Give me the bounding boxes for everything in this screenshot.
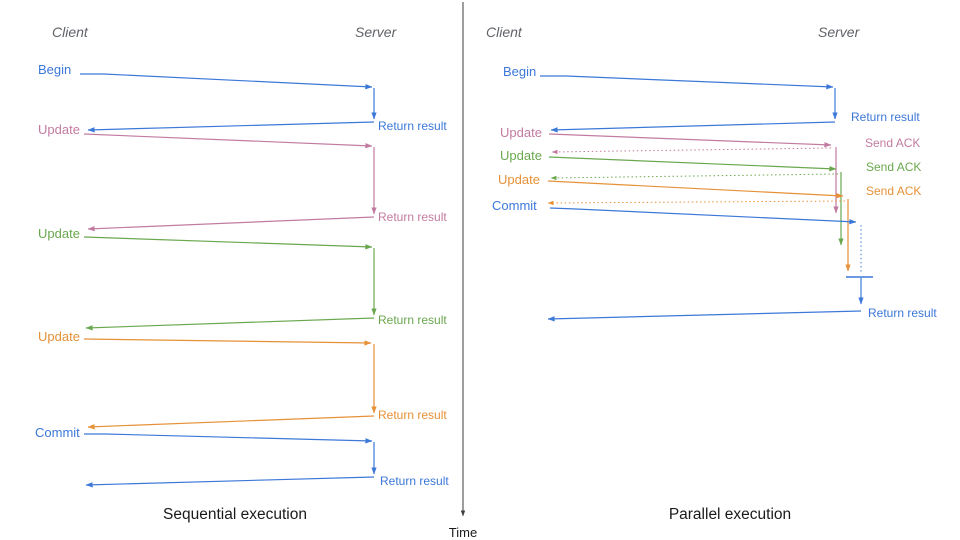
left-update1-response-arrow xyxy=(87,216,375,232)
left-update2-response-arrow xyxy=(85,317,375,331)
right-step-update2: Update Send ACK xyxy=(500,148,921,246)
left-begin-return-label: Return result xyxy=(378,119,447,133)
right-client-header: Client xyxy=(486,24,523,40)
left-update1-label: Update xyxy=(38,122,80,137)
time-axis-label: Time xyxy=(449,525,477,540)
left-commit-label: Commit xyxy=(35,425,80,440)
right-update3-ack-arrow xyxy=(547,200,846,206)
right-step-commit: Commit Return result xyxy=(492,198,937,322)
right-step-begin: Begin Return result xyxy=(503,64,920,133)
right-update3-ack-label: Send ACK xyxy=(866,184,921,198)
left-update2-return-label: Return result xyxy=(378,313,447,327)
left-commit-request-arrow xyxy=(84,433,373,444)
right-update2-request-arrow xyxy=(548,156,837,172)
left-step-begin: Begin Return result xyxy=(38,62,447,133)
left-begin-request-arrow xyxy=(80,73,373,90)
right-server-header: Server xyxy=(818,24,861,40)
right-caption: Parallel execution xyxy=(669,506,791,523)
right-step-update3: Update Send ACK xyxy=(498,172,921,272)
left-commit-return-label: Return result xyxy=(380,474,449,488)
left-update1-request-arrow xyxy=(83,133,373,149)
left-step-update3: Update Return result xyxy=(38,329,447,430)
left-begin-label: Begin xyxy=(38,62,71,77)
left-panel-sequential: Client Server Begin Return result Update… xyxy=(35,24,449,523)
right-panel-parallel: Client Server Begin Return result Update… xyxy=(486,24,937,523)
left-update1-return-label: Return result xyxy=(378,210,447,224)
right-update1-ack-label: Send ACK xyxy=(865,136,920,150)
right-update3-label: Update xyxy=(498,172,540,187)
left-update3-response-arrow xyxy=(87,415,375,430)
right-update2-ack-label: Send ACK xyxy=(866,160,921,174)
right-update2-label: Update xyxy=(500,148,542,163)
left-step-update1: Update Return result xyxy=(38,122,447,232)
right-commit-response-arrow xyxy=(547,310,862,322)
left-caption: Sequential execution xyxy=(163,506,307,523)
right-begin-response-arrow xyxy=(550,121,836,133)
right-begin-return-label: Return result xyxy=(851,110,920,124)
time-axis: Time xyxy=(449,2,477,540)
left-update2-label: Update xyxy=(38,226,80,241)
right-update1-label: Update xyxy=(500,125,542,140)
left-step-update2: Update Return result xyxy=(38,226,447,331)
right-update1-ack-arrow xyxy=(551,147,832,155)
left-client-header: Client xyxy=(52,24,89,40)
right-begin-label: Begin xyxy=(503,64,536,79)
left-update3-request-arrow xyxy=(83,338,372,346)
left-update2-request-arrow xyxy=(83,236,373,250)
right-update3-request-arrow xyxy=(547,180,844,199)
left-server-header: Server xyxy=(355,24,398,40)
left-step-commit: Commit Return result xyxy=(35,425,449,488)
left-update3-return-label: Return result xyxy=(378,408,447,422)
left-commit-response-arrow xyxy=(85,476,375,488)
right-commit-label: Commit xyxy=(492,198,537,213)
right-update1-request-arrow xyxy=(548,133,832,148)
right-commit-request-arrow xyxy=(549,207,857,225)
right-step-update1: Update Send ACK xyxy=(500,125,920,214)
right-begin-request-arrow xyxy=(540,75,834,90)
left-begin-response-arrow xyxy=(87,121,375,133)
left-update3-label: Update xyxy=(38,329,80,344)
right-commit-return-label: Return result xyxy=(868,306,937,320)
right-update2-ack-arrow xyxy=(550,173,839,181)
